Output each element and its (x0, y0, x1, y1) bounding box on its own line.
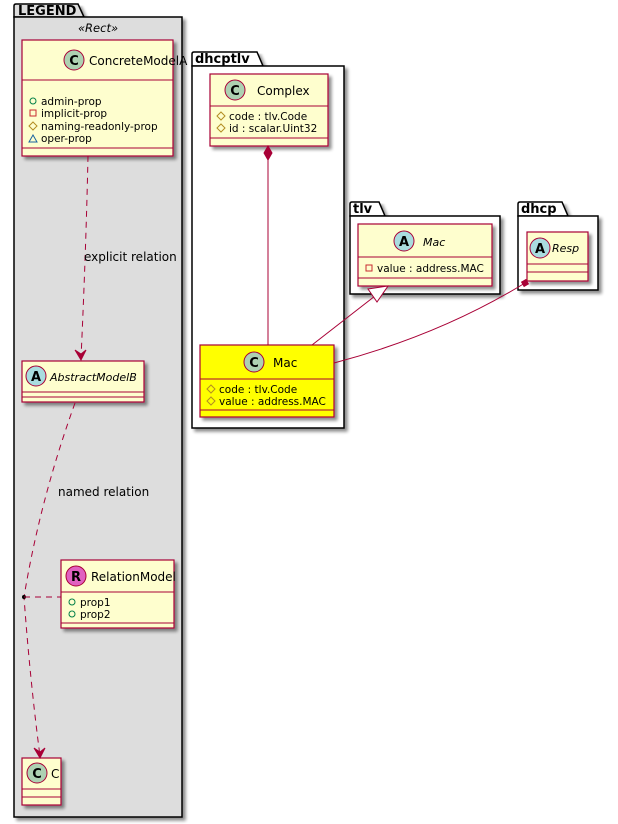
protected-visibility-icon (206, 384, 216, 394)
class-kind-letter: C (32, 767, 42, 782)
arrowhead-icon (74, 349, 87, 362)
class-circle-icon (243, 351, 265, 373)
private-visibility-icon (29, 109, 37, 117)
class-name: Mac (273, 356, 297, 370)
class-name: C (51, 767, 59, 781)
class-dhcptlv-mac[interactable]: C Mac code : tlv.Code value : address.MA… (199, 344, 335, 418)
abstract-circle-icon (529, 237, 551, 259)
protected-visibility-icon (216, 111, 226, 121)
class-name: AbstractModelB (49, 371, 137, 384)
class-tlv-mac[interactable]: A Mac value : address.MAC (357, 223, 493, 287)
package-dhcp-label: dhcp (521, 202, 557, 217)
class-circle-icon (63, 49, 85, 71)
class-kind-letter: C (230, 84, 240, 99)
attribute: naming-readonly-prop (41, 121, 158, 133)
abstract-circle-icon (25, 365, 47, 387)
composition-diamond-icon (263, 144, 273, 162)
attribute: implicit-prop (41, 108, 107, 120)
class-name: RelationModel (91, 570, 176, 584)
relation-label: explicit relation (84, 250, 177, 264)
package-tlv-label: tlv (353, 202, 373, 217)
class-name: Complex (257, 84, 310, 98)
class-kind-letter: A (535, 242, 545, 257)
arrowhead-icon (33, 747, 46, 760)
package-legend-label: LEGEND (18, 4, 77, 19)
package-dhcptlv-label: dhcptlv (195, 52, 250, 67)
relation-generalization[interactable] (311, 285, 390, 346)
class-kind-letter: A (31, 370, 41, 385)
class-circle-icon (26, 762, 48, 784)
public-visibility-icon (29, 97, 37, 105)
attribute: id : scalar.Uint32 (229, 123, 317, 135)
relation-composition[interactable] (263, 144, 273, 345)
class-abstract-model-b[interactable]: A AbstractModelB (21, 360, 145, 403)
attribute: prop1 (80, 597, 111, 609)
class-kind-letter: C (249, 356, 259, 371)
public-visibility-icon (68, 598, 76, 606)
protected-visibility-icon (28, 121, 38, 131)
package-visibility-icon (28, 133, 38, 143)
association-end-icon (520, 278, 530, 288)
protected-visibility-icon (216, 123, 226, 133)
public-visibility-icon (68, 610, 76, 618)
class-c[interactable]: C C (21, 757, 62, 806)
relation-circle-icon (65, 565, 87, 587)
generalization-triangle-icon (367, 285, 390, 303)
attribute: admin-prop (41, 96, 102, 108)
attribute: prop2 (80, 609, 111, 621)
class-dhcp-resp[interactable]: A Resp (526, 231, 589, 282)
attribute: value : address.MAC (377, 263, 484, 275)
class-relation-model[interactable]: R RelationModel prop1 prop2 (60, 559, 176, 629)
class-kind-letter: A (399, 235, 409, 250)
relation-label: named relation (58, 485, 149, 499)
relation-resp-association[interactable] (333, 278, 530, 364)
class-complex[interactable]: C Complex code : tlv.Code id : scalar.Ui… (209, 73, 329, 147)
class-circle-icon (224, 79, 246, 101)
class-name: Resp (552, 242, 579, 255)
class-name: ConcreteModelA (89, 54, 188, 68)
class-concrete-model-a[interactable]: C ConcreteModelA admin-prop implicit-pro… (21, 39, 188, 157)
relation-explicit[interactable]: explicit relation (74, 155, 177, 362)
relation-named[interactable]: named relation (22, 402, 149, 760)
abstract-circle-icon (393, 230, 415, 252)
class-kind-letter: C (69, 54, 79, 69)
attribute: code : tlv.Code (229, 111, 307, 123)
protected-visibility-icon (206, 396, 216, 406)
attribute: oper-prop (41, 133, 92, 145)
class-kind-letter: R (71, 570, 81, 585)
class-name: Mac (423, 236, 445, 249)
private-visibility-icon (365, 264, 373, 272)
package-legend-stereotype: «Rect» (78, 21, 118, 35)
attribute: code : tlv.Code (219, 384, 297, 396)
attribute: value : address.MAC (219, 396, 326, 408)
